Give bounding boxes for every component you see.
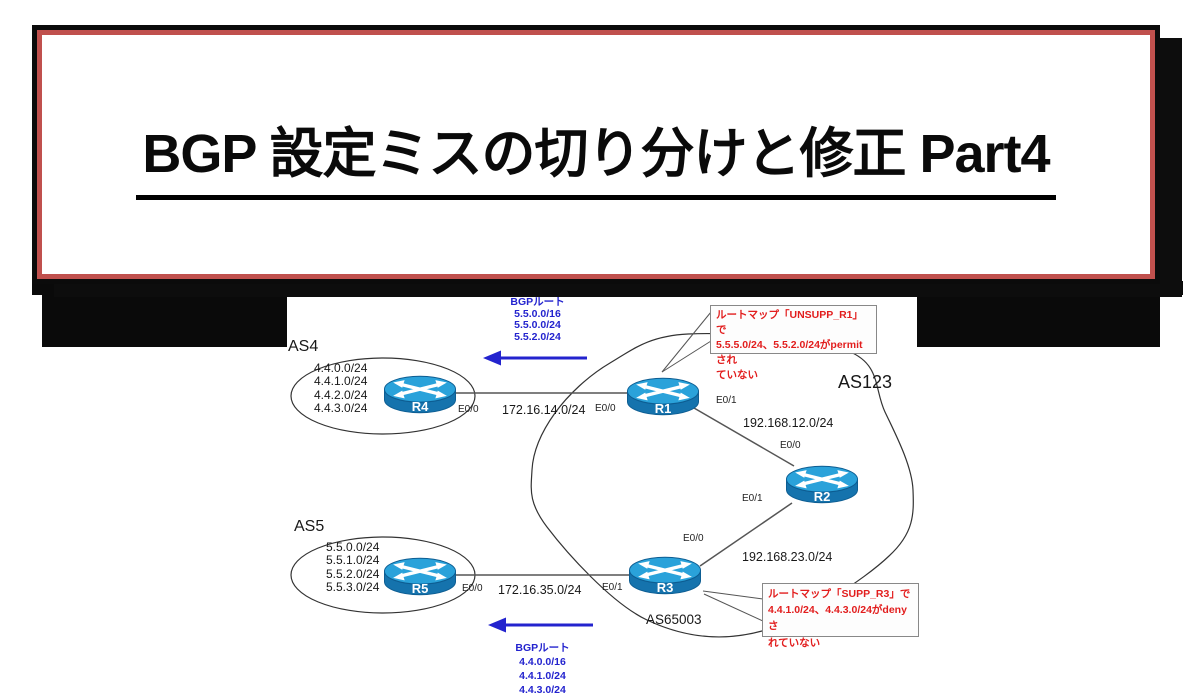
bgp-routes-bottom-title: BGPルート [515,642,570,654]
bgp-arrow-top [483,350,587,366]
link-r4-r1-subnet: 172.16.14.0/24 [502,403,586,417]
note-r3-line: れていない [768,636,821,649]
link-r2-r3-subnet: 192.168.23.0/24 [742,550,833,564]
router-r2-label: R2 [813,489,831,504]
as4-network: 4.4.2.0/24 [314,387,368,402]
page-title: BGP 設定ミスの切り分けと修正 Part4 [136,109,1056,200]
r1-interface-right-label: E0/1 [716,395,737,406]
as5-network: 5.5.3.0/24 [326,580,380,595]
link-r2-r3 [699,502,793,567]
as5-network: 5.5.1.0/24 [326,553,380,568]
link-r1-r2-subnet: 192.168.12.0/24 [743,416,834,430]
as4-network: 4.4.0.0/24 [314,361,368,375]
r2-interface-top-label: E0/0 [780,440,801,451]
note-r1-line: 5.5.5.0/24、5.5.2.0/24がpermitされ [716,339,863,366]
bgp-route: 5.5.2.0/24 [514,331,561,344]
bgp-route: 5.5.0.0/24 [514,319,561,332]
as5-network: 5.5.0.0/24 [326,540,380,554]
bgp-route: 4.4.0.0/16 [519,656,566,668]
bgp-route: 5.5.0.0/16 [514,307,561,320]
bgp-route: 4.4.1.0/24 [519,670,566,682]
note-r1-line: ていない [716,369,758,381]
as123-ellipse [530,333,914,638]
as5-network-list: 5.5.0.0/24 5.5.1.0/24 5.5.2.0/24 5.5.3.0… [326,540,380,595]
title-box-inner-border: BGP 設定ミスの切り分けと修正 Part4 [37,30,1155,279]
as5-network: 5.5.2.0/24 [326,566,380,581]
note-route-map-r3: ルートマップ「SUPP_R3」で 4.4.1.0/24、4.4.3.0/24がd… [762,583,919,649]
as4-network-list: 4.4.0.0/24 4.4.1.0/24 4.4.2.0/24 4.4.3.0… [314,361,368,416]
note-r3-line: 4.4.1.0/24、4.4.3.0/24がdenyさ [768,604,907,633]
bgp-routes-top-title: BGPルート [510,296,565,308]
bgp-arrow-bottom [488,617,593,633]
r4-interface-label: E0/0 [458,404,479,415]
as4-ellipse [290,357,476,435]
r3-interface-top-label: E0/0 [683,533,704,544]
bgp-routes-bottom: BGPルート 4.4.0.0/16 4.4.1.0/24 4.4.3.0/24 [485,641,600,697]
bgp-routes-top: BGPルート 5.5.0.0/16 5.5.0.0/24 5.5.2.0/24 [480,296,595,344]
link-r3-r5-subnet: 172.16.35.0/24 [498,583,582,597]
link-r1-r2 [693,407,795,467]
title-box: BGP 設定ミスの切り分けと修正 Part4 [32,25,1160,284]
as4-label: AS4 [288,338,319,355]
bgp-route: 4.4.3.0/24 [519,684,566,696]
router-r1-label: R1 [654,401,672,416]
as65003-label: AS65003 [646,612,702,627]
links [452,392,795,576]
note-r1-line: ルートマップ「UNSUPP_R1」で [716,309,864,336]
note-r3-line: ルートマップ「SUPP_R3」で [768,588,911,600]
router-r3-label: R3 [656,580,674,595]
note-route-map-r1: ルートマップ「UNSUPP_R1」で 5.5.5.0/24、5.5.2.0/24… [710,305,877,381]
as123-label: AS123 [838,372,893,392]
r2-interface-bottom-label: E0/1 [742,493,763,504]
redaction-bar [32,281,1183,295]
router-r5-label: R5 [411,581,429,596]
as5-label: AS5 [294,518,325,535]
as4-network: 4.4.3.0/24 [314,401,368,416]
redaction-block-left [42,295,287,347]
router-r4-label: R4 [411,399,429,414]
r1-interface-left-label: E0/0 [595,403,616,414]
r5-interface-label: E0/0 [462,583,483,594]
r3-interface-left-label: E0/1 [602,582,623,593]
callout-lines [661,311,764,622]
redaction-block-right [917,295,1160,347]
as4-network: 4.4.1.0/24 [314,374,368,389]
